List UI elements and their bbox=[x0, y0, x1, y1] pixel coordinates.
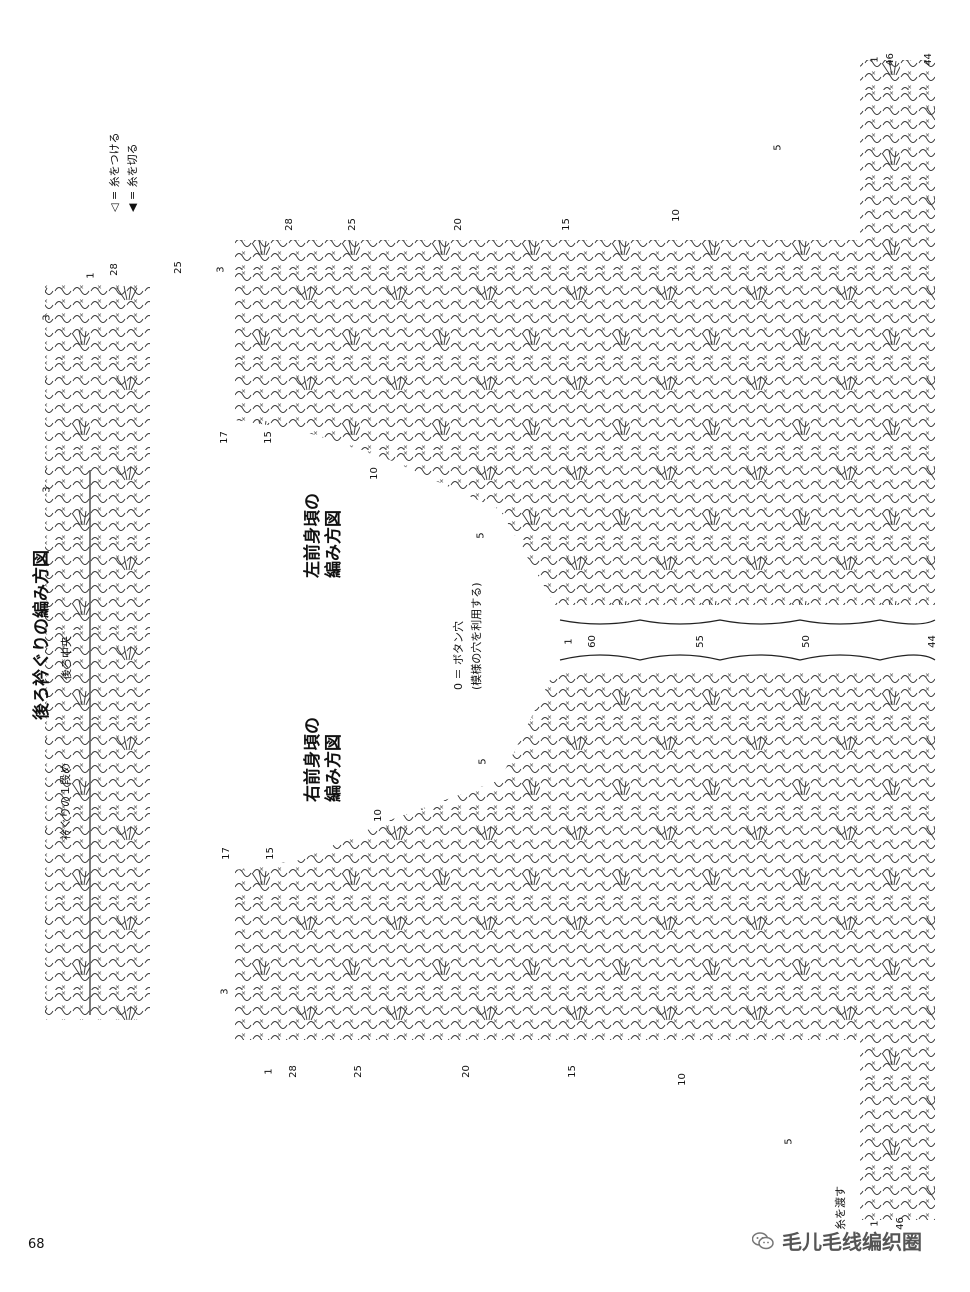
row-number: 50 bbox=[800, 635, 812, 648]
row-number: 3 bbox=[41, 314, 53, 321]
row-number: 10 bbox=[368, 467, 380, 480]
row-number: 15 bbox=[262, 431, 274, 444]
row-number: 3 bbox=[215, 266, 227, 273]
row-number: 44 bbox=[922, 53, 934, 66]
row-number: 5 bbox=[475, 532, 487, 539]
row-number: 20 bbox=[460, 1065, 472, 1078]
row-number: 17 bbox=[218, 431, 230, 444]
row-number: 10 bbox=[372, 809, 384, 822]
row-number: 28 bbox=[287, 1065, 299, 1078]
carry-yarn-label: 糸を渡す bbox=[834, 1186, 847, 1230]
row-number: 25 bbox=[346, 218, 358, 231]
row-number: 25 bbox=[352, 1065, 364, 1078]
legend-attach: ◁ = 糸をつける bbox=[108, 132, 121, 212]
row-number: 1 bbox=[85, 272, 97, 279]
row-number: 17 bbox=[220, 847, 232, 860]
back-neck-panel bbox=[45, 285, 150, 1020]
row-number: 3 bbox=[219, 988, 231, 995]
right-front-title-line1: 右前身頃の bbox=[303, 717, 323, 802]
row-number: 5 bbox=[783, 1138, 795, 1145]
wechat-icon bbox=[752, 1231, 774, 1249]
page-number: 68 bbox=[28, 1237, 45, 1252]
back-center-label: 後ろ中央 bbox=[60, 636, 73, 680]
row-number: 15 bbox=[566, 1065, 578, 1078]
legend-cut: ◀ = 糸を切る bbox=[126, 143, 139, 212]
button-hole-label: 0 ＝ ボタン穴 bbox=[452, 621, 465, 690]
row-number: 28 bbox=[108, 263, 120, 276]
row-number: 1 bbox=[869, 56, 881, 63]
row-number: 1 bbox=[263, 1068, 275, 1075]
row-number: 15 bbox=[264, 847, 276, 860]
row-number: 1 bbox=[563, 638, 575, 645]
watermark-text: 毛儿毛线编织圈 bbox=[782, 1230, 922, 1254]
right-front-title-line2: 編み方図 bbox=[324, 734, 344, 802]
first-row-label: 衿ぐりの１段め bbox=[59, 763, 72, 840]
row-number: 25 bbox=[172, 261, 184, 274]
row-number: 55 bbox=[694, 635, 706, 648]
row-number: 10 bbox=[676, 1073, 688, 1086]
row-number: 15 bbox=[560, 218, 572, 231]
row-number: 10 bbox=[670, 209, 682, 222]
row-number: 3 bbox=[41, 486, 53, 493]
row-number: 46 bbox=[884, 53, 896, 66]
right-front-panel bbox=[235, 670, 935, 1220]
row-number: 20 bbox=[452, 218, 464, 231]
watermark: 毛儿毛线编织圈 bbox=[752, 1226, 922, 1255]
left-front-title-line1: 左前身頃の bbox=[303, 493, 323, 578]
left-front-panel bbox=[235, 60, 935, 605]
row-number: 60 bbox=[586, 635, 598, 648]
left-front-title-line2: 編み方図 bbox=[324, 510, 344, 578]
row-number: 5 bbox=[477, 758, 489, 765]
row-number: 28 bbox=[283, 218, 295, 231]
button-hole-note: (模様の穴を利用する) bbox=[470, 582, 483, 690]
row-number: 5 bbox=[772, 144, 784, 151]
back-neck-title: 後ろ衿ぐりの編み方図 bbox=[32, 550, 52, 720]
row-number: 44 bbox=[926, 635, 938, 648]
